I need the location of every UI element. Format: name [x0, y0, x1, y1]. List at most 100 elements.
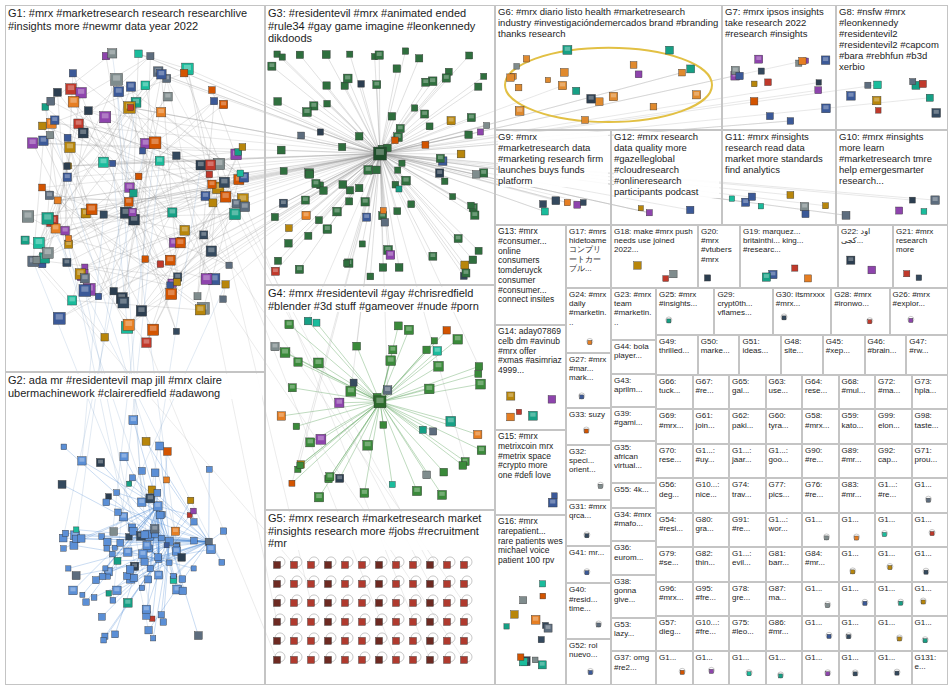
vertex-icon — [353, 342, 361, 350]
vertex-icon — [314, 492, 323, 501]
group-box: G9: #mrx #marketresearch data #marketing… — [495, 130, 611, 225]
edge-line — [187, 69, 210, 165]
group-box: G1... — [839, 513, 876, 547]
self-loop — [922, 637, 928, 643]
vertex-icon — [394, 322, 402, 330]
vertex-photo — [70, 587, 75, 591]
group-label: G1... — [878, 515, 895, 524]
vertex-icon — [342, 599, 349, 606]
vertex-icon — [66, 84, 77, 95]
vertex-icon — [597, 623, 601, 627]
group-box: G38: gonna give... — [611, 575, 656, 618]
vertex-photo — [65, 174, 70, 178]
vertex-icon — [194, 293, 201, 300]
vertex-icon — [359, 241, 365, 247]
vertex-icon — [302, 108, 311, 117]
edge-line — [298, 362, 380, 402]
group-label: G55: 4k... — [614, 485, 649, 494]
vertex-icon — [558, 81, 566, 89]
vertex-icon — [148, 324, 159, 335]
vertex-icon — [921, 600, 925, 604]
group-box: G37: omg #re2... — [611, 651, 656, 685]
vertex-icon — [64, 134, 71, 141]
vertex-icon — [444, 656, 451, 663]
group-label: G65: gal... — [732, 377, 763, 395]
vertex-icon — [429, 252, 437, 260]
vertex-photo — [158, 109, 164, 113]
edge-line — [380, 374, 478, 402]
group-box: G1...: wor... — [766, 513, 803, 547]
edge-line — [380, 78, 446, 154]
vertex-icon — [291, 599, 298, 606]
vertex-photo — [140, 551, 145, 555]
group-box: G1... — [802, 616, 839, 650]
vertex-icon — [146, 494, 155, 503]
vertex-photo — [481, 170, 486, 174]
vertex-icon — [61, 444, 67, 450]
vertex-icon — [423, 346, 431, 354]
group-label: G90: #re... — [805, 446, 836, 464]
vertex-icon — [274, 656, 281, 663]
vertex-icon — [268, 62, 276, 70]
vertex-icon — [453, 335, 463, 345]
vertex-photo — [125, 321, 132, 326]
vertex-photo — [430, 78, 435, 82]
vertex-photo — [363, 199, 368, 203]
vertex-icon — [816, 80, 821, 85]
vertex-icon — [474, 430, 482, 438]
edge-line — [243, 154, 380, 200]
vertex-icon — [65, 142, 75, 152]
group-box: G63: use... — [766, 375, 803, 409]
vertex-photo — [150, 326, 157, 331]
vertex-icon — [339, 181, 347, 189]
vertex-photo — [216, 160, 223, 165]
vertex-photo — [127, 184, 133, 188]
group-label: G76: #re... — [805, 480, 836, 498]
group-box: G73: hpla... — [912, 375, 949, 409]
vertex-icon — [114, 557, 121, 564]
vertex-icon — [126, 82, 135, 91]
vertex-icon — [350, 379, 357, 386]
edge-line — [300, 402, 380, 465]
edge-line — [380, 402, 463, 466]
vertex-icon — [138, 498, 146, 506]
group-label: G34: #mrx #mafo... — [614, 510, 653, 528]
vertex-photo — [208, 248, 214, 253]
edge-line — [131, 108, 380, 154]
vertex-icon — [552, 493, 558, 499]
vertex-icon — [136, 306, 146, 316]
vertex-icon — [42, 213, 54, 225]
vertex-icon — [523, 56, 529, 62]
vertex-icon — [538, 637, 544, 643]
self-loop — [896, 635, 902, 641]
edge-line — [185, 154, 380, 231]
edge-line — [176, 156, 206, 279]
edge-line — [301, 135, 380, 153]
group-label: G38: gonna give... — [614, 577, 653, 605]
vertex-icon — [93, 577, 100, 584]
vertex-icon — [825, 536, 829, 540]
vertex-icon — [341, 82, 348, 89]
vertex-icon — [142, 338, 151, 347]
vertex-photo — [290, 385, 295, 389]
vertex-photo — [76, 120, 82, 124]
self-loop — [598, 482, 604, 488]
group-label: G68: #mul... — [842, 377, 873, 395]
vertex-icon — [271, 213, 278, 220]
vertex-photo — [385, 247, 390, 251]
group-label: G78: gre... — [732, 584, 763, 602]
vertex-photo — [550, 500, 555, 504]
edge-line — [51, 123, 380, 153]
vertex-icon — [461, 561, 468, 568]
vertex-icon — [588, 670, 592, 674]
vertex-icon — [580, 395, 584, 399]
self-loop — [850, 568, 856, 574]
vertex-icon — [410, 618, 417, 625]
vertex-photo — [540, 662, 545, 666]
vertex-icon — [411, 105, 417, 111]
vertex-icon — [237, 170, 244, 177]
edge-line — [88, 111, 244, 178]
edge-line — [347, 154, 380, 264]
vertex-icon — [78, 535, 85, 542]
